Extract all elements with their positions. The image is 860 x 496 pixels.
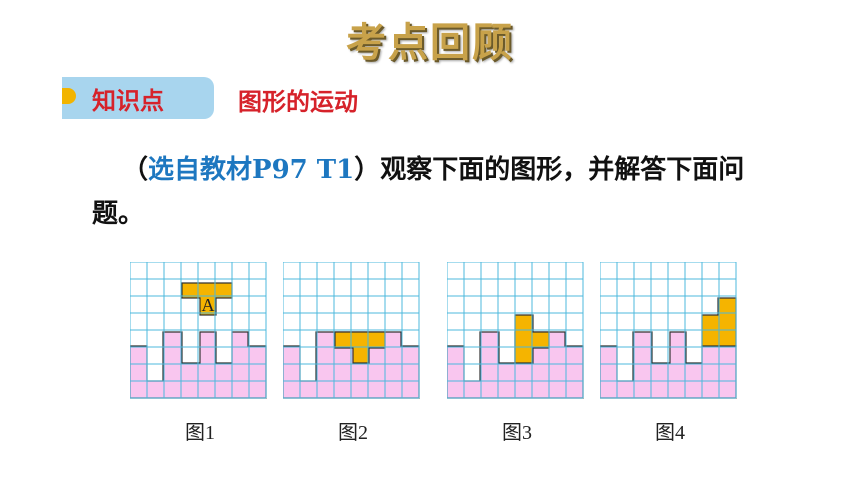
question-close-paren: ） <box>354 155 381 185</box>
figure-4-caption: 图4 <box>655 422 685 444</box>
figure-2-caption: 图2 <box>338 422 368 444</box>
question-text: （选自教材P97 T1）观察下面的图形，并解答下面问题。 <box>92 148 782 236</box>
figure-3-grid <box>447 262 584 399</box>
grid-lines <box>600 262 737 399</box>
topic-heading: 图形的运动 <box>238 87 358 116</box>
grid-lines <box>130 262 267 399</box>
question-open-paren: （ <box>122 155 149 185</box>
grid-lines <box>447 262 584 399</box>
figure-3-caption: 图3 <box>502 422 532 444</box>
figure-3 <box>447 262 587 402</box>
knowledge-point-label: 知识点 <box>92 86 164 115</box>
knowledge-point-tab: 知识点 <box>62 77 214 119</box>
figure-1: A <box>130 262 270 402</box>
page-title: 考点回顾 <box>346 19 514 66</box>
figure-1-grid: A <box>130 262 267 399</box>
figure-4-grid <box>600 262 737 399</box>
piece-a-label: A <box>202 295 215 315</box>
question-body: 观察下面的图形，并解答下面问题。 <box>92 155 745 229</box>
grid-lines <box>283 262 420 399</box>
figure-2-grid <box>283 262 420 399</box>
question-source: 选自教材P97 T1 <box>148 155 355 185</box>
figure-1-caption: 图1 <box>185 422 215 444</box>
figure-2 <box>283 262 423 402</box>
bookmark-icon <box>62 88 76 104</box>
figure-4 <box>600 262 740 402</box>
